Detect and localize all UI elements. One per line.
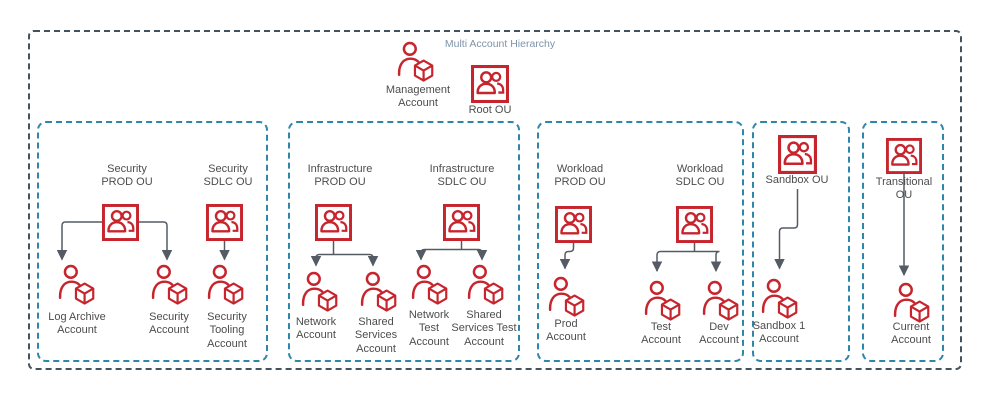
workload-sdlc-ou-label: Workload SDLC OU <box>675 163 725 189</box>
account-icon <box>761 278 799 320</box>
account-icon <box>151 264 189 306</box>
prod-account-label: Prod Account <box>546 318 586 344</box>
organizational-unit-icon <box>315 204 352 241</box>
account-icon <box>702 280 740 322</box>
current-account-label: Current Account <box>891 321 931 347</box>
workload-prod-ou-label: Workload PROD OU <box>554 163 606 189</box>
security-prod-ou-label: Security PROD OU <box>101 163 153 189</box>
organizational-unit-icon <box>778 135 817 174</box>
security-account-label: Security Account <box>149 311 189 337</box>
organizational-unit-icon <box>102 204 139 241</box>
infrastructure-sdlc-ou-label: Infrastructure SDLC OU <box>429 163 495 189</box>
organizational-unit-icon <box>206 204 243 241</box>
account-icon <box>548 276 586 318</box>
account-icon <box>644 280 682 322</box>
transitional-ou-label: Transitional OU <box>875 176 933 202</box>
account-icon <box>301 271 339 313</box>
organizational-unit-icon <box>886 138 922 174</box>
account-icon <box>467 264 505 306</box>
group-box-infrastructure <box>288 121 520 362</box>
management-account-label: Management Account <box>385 84 451 110</box>
account-icon <box>58 264 96 306</box>
organizational-unit-icon <box>443 204 480 241</box>
organizational-unit-icon <box>676 206 713 243</box>
dev-account-label: Dev Account <box>699 321 739 347</box>
account-icon <box>411 264 449 306</box>
organizational-unit-icon <box>471 65 509 103</box>
root-ou-label: Root OU <box>468 104 512 116</box>
network-account-label: Network Account <box>295 316 337 342</box>
log-archive-account-label: Log Archive Account <box>48 311 106 337</box>
group-box-transitional <box>862 121 944 362</box>
account-icon <box>207 264 245 306</box>
security-tooling-account-label: Security Tooling Account <box>207 311 247 350</box>
shared-services-test-account-label: Shared Services Test Account <box>451 309 517 348</box>
account-icon <box>360 271 398 313</box>
group-box-sandbox <box>752 121 850 362</box>
test-account-label: Test Account <box>641 321 681 347</box>
organization-boundary-box <box>28 30 962 370</box>
group-box-security <box>37 121 268 362</box>
sandbox-ou-label: Sandbox OU <box>765 174 829 186</box>
sandbox1-account-label: Sandbox 1 Account <box>752 320 806 346</box>
diagram-title: Multi Account Hierarchy <box>444 38 556 50</box>
organizational-unit-icon <box>555 206 592 243</box>
account-icon <box>893 282 931 324</box>
infrastructure-prod-ou-label: Infrastructure PROD OU <box>307 163 373 189</box>
group-box-workload <box>537 121 744 362</box>
security-sdlc-ou-label: Security SDLC OU <box>203 163 253 189</box>
network-test-account-label: Network Test Account <box>408 309 450 348</box>
account-icon <box>397 41 435 83</box>
shared-services-account-label: Shared Services Account <box>354 316 398 355</box>
